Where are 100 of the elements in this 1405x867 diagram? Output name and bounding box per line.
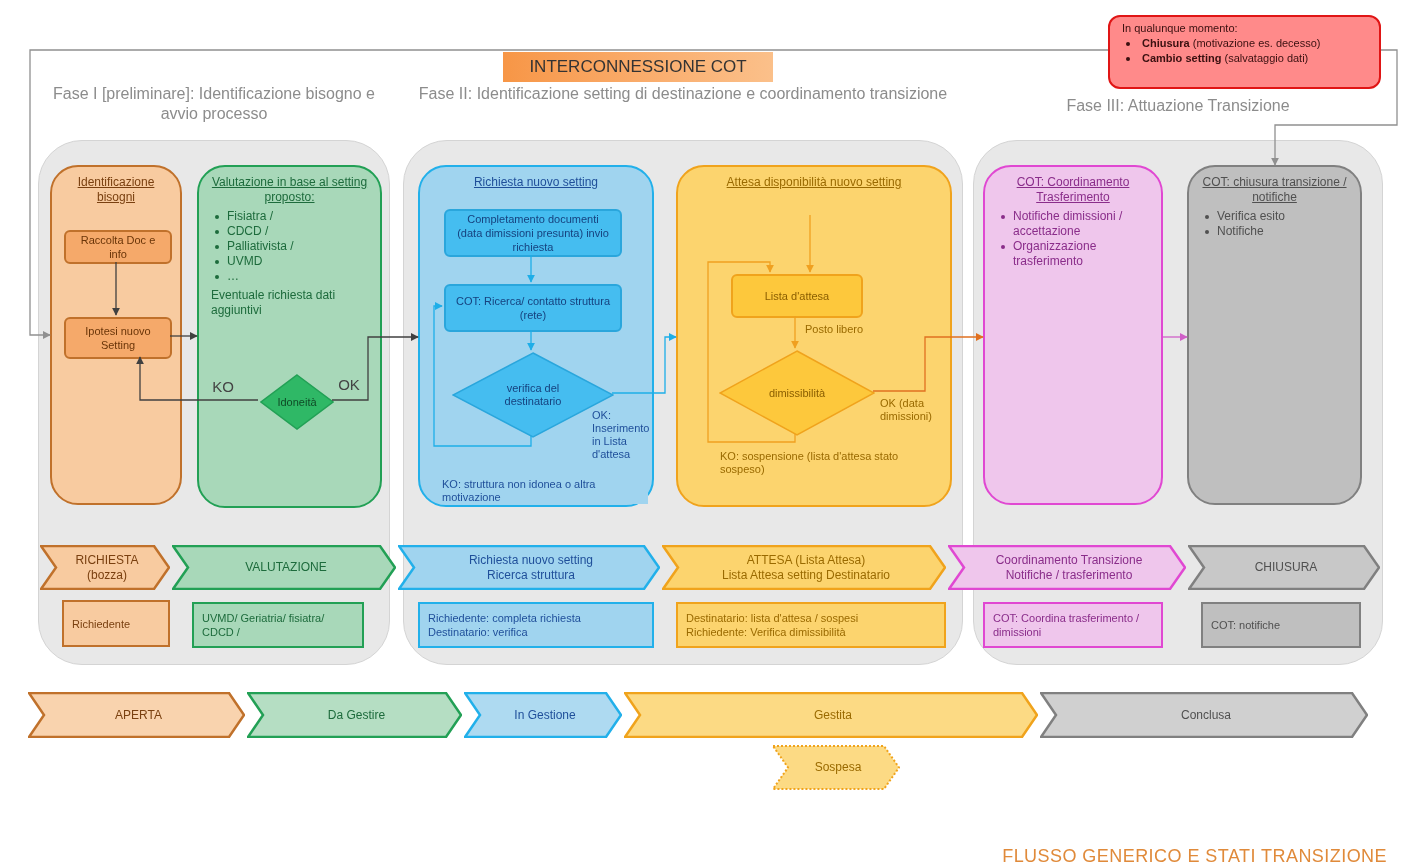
role-box xyxy=(62,600,170,647)
bullet-item: Cambio setting (salvataggio dati) xyxy=(1142,51,1309,66)
phase-banner xyxy=(172,545,396,590)
bullet-item: Chiusura (motivazione es. decesso) xyxy=(1142,36,1321,51)
chevron-label: RICHIESTA (bozza) xyxy=(74,552,140,583)
box-label: UVMD/ Geriatria/ fisiatra/ CDCD / xyxy=(202,611,326,639)
bullet-item: Organizzazione trasferimento xyxy=(1013,239,1098,269)
box-label: COT: Coordina trasferimento / dimissioni xyxy=(993,611,1141,639)
lane-heading: Attesa disponibilità nuovo setting xyxy=(725,175,903,190)
alert-heading: In qualunque momento: xyxy=(1122,21,1239,36)
connector-arrow xyxy=(1162,333,1188,341)
connector-arrow xyxy=(433,302,532,447)
box-label: Destinatario: lista d'attesa / sospesi xyxy=(686,611,859,625)
connector-arrow xyxy=(611,333,677,394)
bullet-item: Notifiche xyxy=(1217,224,1264,239)
status-banner xyxy=(772,745,900,790)
box-label: Lista d'attesa xyxy=(764,289,830,303)
chevron-label: Coordinamento Transizione xyxy=(995,552,1143,568)
box-label: Completamento documenti (data dimissioni presunta) invio richiesta xyxy=(456,212,610,254)
lane-heading: Richiesta nuovo setting xyxy=(472,175,600,190)
phase-banner xyxy=(40,545,170,590)
diamond-label: verifica del destinatario xyxy=(503,382,563,408)
phase-heading: Fase III: Attuazione Transizione xyxy=(1065,96,1291,116)
connector-arrow xyxy=(112,261,120,316)
connector-arrow xyxy=(707,261,796,443)
connector-arrow xyxy=(136,356,259,401)
alert-box xyxy=(1108,15,1381,89)
bullet-item: Fisiatra / xyxy=(227,209,273,224)
phase-banner xyxy=(1188,545,1380,590)
connector-arrow xyxy=(29,49,1109,339)
diamond-label: dimissibilità xyxy=(767,386,827,400)
edge-label: KO: struttura non idonea o altra motivazione xyxy=(440,478,648,504)
status-banner xyxy=(624,692,1038,738)
phase-heading: Fase II: Identificazione setting di destinazione e coordinamento transizione xyxy=(417,84,949,104)
role-box xyxy=(418,602,654,648)
lane-heading: Valutazione in base al setting proposto: xyxy=(211,175,368,205)
process-box xyxy=(64,230,172,264)
box-label: COT: notifiche xyxy=(1211,618,1281,632)
box-label: COT: Ricerca/ contatto struttura (rete) xyxy=(454,294,612,322)
bullet-item: UVMD xyxy=(227,254,263,269)
connector-arrow xyxy=(872,333,984,392)
swimlane-card xyxy=(197,165,382,508)
chevron-label: Notifiche / trasferimento xyxy=(1005,567,1133,583)
role-box xyxy=(192,602,364,648)
connector-arrow xyxy=(331,333,419,401)
connector-arrow xyxy=(527,329,535,351)
process-box xyxy=(64,317,172,359)
title-banner: INTERCONNESSIONE COT xyxy=(503,52,773,82)
status-banner xyxy=(28,692,245,738)
lane-heading: COT: Coordinamento Trasferimento xyxy=(1015,175,1131,205)
connector-arrow xyxy=(169,332,198,340)
box-label: Raccolta Doc e info xyxy=(79,233,157,261)
chevron-label: Sospesa xyxy=(814,760,862,775)
phase-heading: Fase I [preliminare]: Identificazione bisogno e avvio processo xyxy=(52,84,376,124)
role-box xyxy=(676,602,946,648)
status-banner xyxy=(464,692,622,738)
chevron-label: Ricerca struttura xyxy=(487,567,575,583)
box-label: Ipotesi nuovo Setting xyxy=(84,324,152,352)
phase-banner xyxy=(398,545,660,590)
process-box xyxy=(731,274,863,318)
chevron-label: Lista Attesa setting Destinatario xyxy=(721,567,891,583)
bullet-item: Notifiche dimissioni / accettazione xyxy=(1013,209,1124,239)
role-box xyxy=(1201,602,1361,648)
lane-heading: Identificazione bisogni xyxy=(76,175,156,205)
lane-note: Eventuale richiesta dati aggiuntivi xyxy=(211,288,337,318)
edge-label: OK: Inserimento in Lista d'attesa xyxy=(590,409,652,461)
swimlane-card xyxy=(1187,165,1362,505)
phase-banner xyxy=(948,545,1186,590)
swimlane-card xyxy=(676,165,952,507)
connector-arrow xyxy=(527,254,535,283)
process-box xyxy=(444,284,622,332)
chevron-label: ATTESA (Lista Attesa) xyxy=(746,552,866,568)
status-banner xyxy=(247,692,462,738)
phase-banner xyxy=(662,545,946,590)
box-label: Richiedente: Verifica dimissibilità xyxy=(686,625,846,639)
bullet-item: … xyxy=(227,269,239,284)
process-box xyxy=(444,209,622,257)
swimlane-card xyxy=(983,165,1163,505)
connector-arrow xyxy=(806,214,814,273)
bullet-item: Palliativista / xyxy=(227,239,294,254)
swimlane-card xyxy=(50,165,182,505)
lane-heading: COT: chiusura transizione / notifiche xyxy=(1201,175,1348,205)
box-label: Richiedente xyxy=(72,616,131,631)
chevron-label: In Gestione xyxy=(514,707,576,723)
chevron-label: Richiesta nuovo setting xyxy=(468,552,594,568)
box-label: Richiedente: completa richiesta xyxy=(428,611,581,625)
chevron-label: APERTA xyxy=(115,707,162,723)
bullet-item: CDCD / xyxy=(227,224,269,239)
connector-arrow xyxy=(791,315,799,349)
chevron-label: CHIUSURA xyxy=(1254,560,1318,575)
role-box xyxy=(983,602,1163,648)
diagram-caption: FLUSSO GENERICO E STATI TRANSIZIONE xyxy=(1002,845,1387,867)
connector-arrow xyxy=(1271,49,1398,166)
chevron-label: Da Gestire xyxy=(327,707,386,723)
diamond-label: Idoneità xyxy=(276,395,318,409)
chevron-label: VALUTAZIONE xyxy=(245,560,327,575)
bullet-item: Verifica esito xyxy=(1217,209,1286,224)
swimlane-card xyxy=(418,165,654,507)
chevron-label: Conclusa xyxy=(1181,707,1231,723)
status-banner xyxy=(1040,692,1368,738)
